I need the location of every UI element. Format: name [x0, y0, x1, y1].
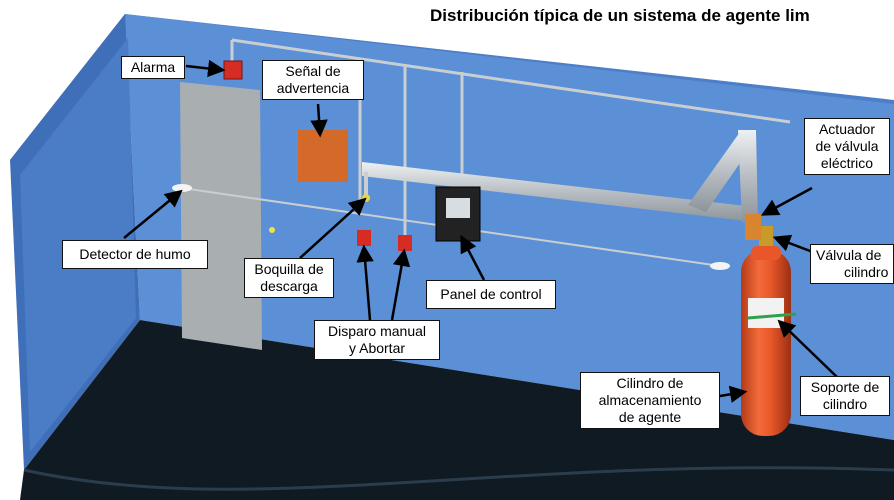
label-warning-line-2: advertencia [276, 80, 350, 96]
label-cylinder-bracket: Soporte de cilindro [800, 376, 890, 416]
manual-release-2 [398, 235, 412, 251]
floor [20, 320, 894, 500]
label-cylinder-valve: Válvula de cilindro [810, 244, 894, 284]
arrow-actuator [760, 186, 813, 216]
warning-sign [298, 130, 348, 182]
arrow-manual-2 [390, 248, 411, 321]
label-manual-line-1: Disparo manual [327, 323, 427, 339]
label-control-panel: Panel de control [426, 280, 556, 309]
arrow-detector [123, 189, 183, 239]
cylinder-label [748, 298, 784, 328]
label-manual-line-2: y Abortar [348, 340, 406, 356]
manual-release-1 [357, 230, 371, 246]
label-control-panel-text: Panel de control [440, 286, 542, 302]
label-storage-line-2: almacenamiento [598, 392, 702, 408]
alarm-device [223, 60, 243, 80]
label-actuator-line-1: Actuador [818, 121, 876, 137]
label-agent-storage: Cilindro de almacenamiento de agente [580, 372, 720, 429]
label-warning-sign: Señal de advertencia [262, 60, 364, 100]
arrow-panel [460, 234, 486, 281]
label-valve-line-2: cilindro [844, 264, 889, 280]
label-bracket-line-1: Soporte de [810, 379, 880, 395]
smoke-detector-2 [710, 262, 730, 270]
diagram-title: Distribución típica de un sistema de age… [430, 6, 810, 25]
cylinder-actuator [745, 214, 761, 240]
main-pipe [362, 162, 755, 222]
label-alarm-text: Alarma [130, 59, 176, 75]
agent-cylinder [741, 250, 791, 436]
arrow-warning [310, 103, 328, 138]
label-smoke-detector-text: Detector de humo [79, 246, 191, 262]
cylinder-top-cap [751, 246, 781, 260]
smoke-detector [172, 184, 192, 192]
label-electric-actuator: Actuador de válvula eléctrico [804, 118, 890, 175]
riser-top [738, 130, 758, 222]
label-nozzle-line-2: descarga [260, 278, 318, 294]
label-smoke-detector: Detector de humo [62, 240, 208, 269]
label-warning-line-1: Señal de [285, 63, 341, 79]
label-nozzle-line-1: Boquilla de [254, 261, 324, 277]
floor-edge [23, 466, 894, 491]
label-discharge-nozzle: Boquilla de descarga [244, 258, 334, 298]
arrow-bracket [777, 319, 839, 379]
upper-pipe [231, 38, 791, 124]
arrow-storage [719, 385, 748, 403]
label-storage-line-1: Cilindro de [616, 375, 684, 391]
label-actuator-line-2: de válvula [815, 138, 879, 154]
label-actuator-line-3: eléctrico [820, 155, 874, 171]
cylinder-valve-body [759, 226, 773, 248]
label-bracket-line-2: cilindro [822, 396, 868, 412]
door [180, 82, 262, 350]
cylinder-bracket [747, 312, 797, 320]
arrow-nozzle [299, 197, 367, 259]
door-light [269, 227, 275, 233]
arrow-manual-1 [356, 244, 374, 321]
control-panel-screen [446, 198, 470, 218]
label-manual-release: Disparo manual y Abortar [314, 320, 440, 360]
label-alarm: Alarma [121, 56, 185, 79]
arrow-alarm [185, 59, 226, 78]
label-valve-line-1: Válvula de [816, 247, 882, 263]
label-storage-line-3: de agente [618, 409, 682, 425]
